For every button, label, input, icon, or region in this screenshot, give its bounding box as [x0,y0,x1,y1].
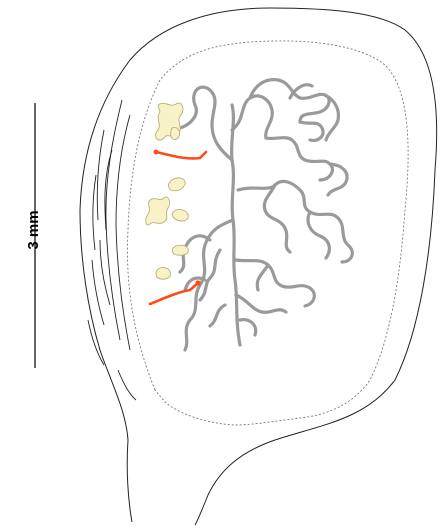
ovule-3 [172,245,188,255]
ovule-1 [168,178,185,191]
bundle-upper [156,152,206,158]
bundle-upper-dot [154,150,159,155]
ovule-4 [156,267,170,279]
bundle-lower [150,283,198,304]
septa [180,80,352,350]
wall-striations [88,100,136,400]
ovule-cluster-mid [146,197,170,225]
vascular-bundles [150,150,206,304]
inner-dotted-boundary [127,41,408,425]
scale-bar-label: 3 mm [25,200,42,260]
ovule-2 [172,209,188,221]
bundle-lower-dot [195,280,200,285]
ovule-small-top [171,128,180,140]
ovules [146,103,188,279]
